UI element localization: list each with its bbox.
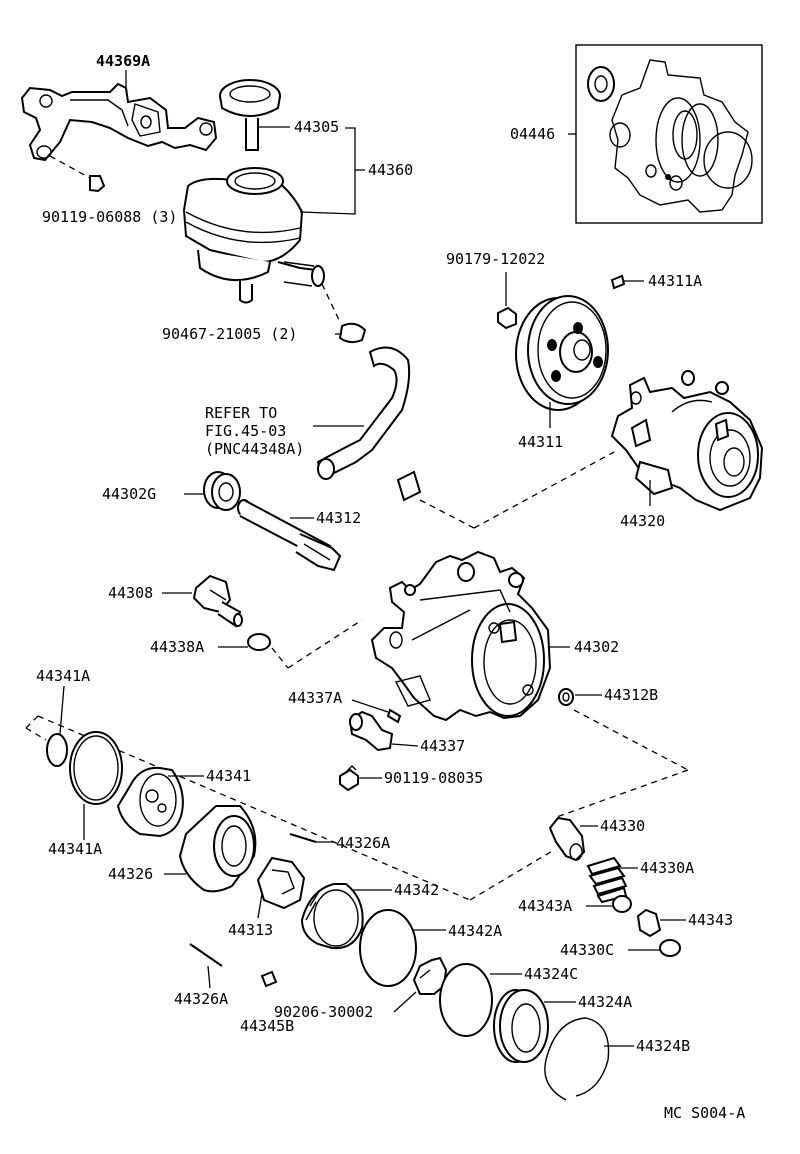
label-44326A-bottom: 44326A — [174, 990, 228, 1008]
label-44342: 44342 — [394, 881, 439, 899]
label-44337A: 44337A — [288, 689, 342, 707]
reservoir-hose — [313, 283, 475, 529]
label-44369A: 44369A — [96, 52, 150, 70]
reservoir-tank — [182, 127, 365, 304]
label-44312: 44312 — [316, 509, 361, 527]
label-44343A: 44343A — [518, 897, 572, 915]
label-90179-12022: 90179-12022 — [446, 250, 545, 268]
label-44302G: 44302G — [102, 485, 156, 503]
cover-o-ring — [439, 963, 522, 1037]
valve-spring — [586, 856, 638, 904]
reservoir-cap — [219, 79, 290, 151]
rotor-pin — [289, 833, 334, 843]
label-90206-30002: 90206-30002 — [274, 1003, 373, 1021]
mounting-bolt — [339, 765, 382, 792]
label-44330A: 44330A — [640, 859, 694, 877]
label-44341: 44341 — [206, 767, 251, 785]
label-44360: 44360 — [368, 161, 413, 179]
valve-o-ring — [586, 895, 632, 913]
label-44311: 44311 — [518, 433, 563, 451]
front-side-plate-group — [25, 685, 555, 901]
rear-side-plate — [300, 883, 392, 950]
label-44324A: 44324A — [578, 993, 632, 1011]
label-04446: 04446 — [510, 125, 555, 143]
label-44302: 44302 — [574, 638, 619, 656]
union-fitting — [162, 574, 243, 628]
pulley-nut — [497, 272, 517, 330]
pulley-key — [610, 274, 644, 290]
label-44341A-bottom: 44341A — [48, 840, 102, 858]
label-44341A-top: 44341A — [36, 667, 90, 685]
snap-ring-90206 — [393, 956, 448, 1013]
figure-code: MC S004-A — [664, 1104, 745, 1122]
label-44330: 44330 — [600, 817, 645, 835]
label-44313: 44313 — [228, 921, 273, 939]
rotor — [256, 856, 306, 919]
pump-assembly — [473, 370, 764, 529]
cam-ring — [164, 805, 257, 893]
reservoir-bracket — [20, 70, 218, 193]
label-44308: 44308 — [108, 584, 153, 602]
label-44330C: 44330C — [560, 941, 614, 959]
label-90119-06088: 90119-06088 (3) — [42, 208, 177, 226]
union-o-ring — [218, 619, 363, 669]
flow-control-valve — [548, 816, 598, 862]
label-44305: 44305 — [294, 118, 339, 136]
label-44343: 44343 — [688, 911, 733, 929]
label-44324C: 44324C — [524, 965, 578, 983]
pump-housing — [370, 550, 570, 722]
pump-pulley — [515, 295, 609, 428]
shaft-bearing — [184, 471, 241, 511]
retaining-ring — [544, 1017, 634, 1101]
bottom-pin — [189, 943, 223, 989]
pump-shaft — [237, 499, 342, 572]
label-44345B: 44345B — [240, 1017, 294, 1035]
label-44326: 44326 — [108, 865, 153, 883]
housing-o-ring — [553, 688, 689, 819]
valve-snap-ring — [628, 939, 681, 957]
label-44311A: 44311A — [648, 272, 702, 290]
rear-housing-cover — [493, 989, 576, 1063]
label-44342A: 44342A — [448, 922, 502, 940]
label-90119-08035: 90119-08035 — [384, 769, 483, 787]
label-90467-21005: 90467-21005 (2) — [162, 325, 297, 343]
valve-plug — [636, 908, 686, 938]
refer-note-line1: REFER TO — [205, 404, 277, 422]
label-44324B: 44324B — [636, 1037, 690, 1055]
pressure-switch — [348, 699, 419, 752]
callout-labels: 44369A 90119-06088 (3) 44305 44360 04446… — [36, 52, 745, 1122]
label-44338A: 44338A — [150, 638, 204, 656]
check-ball-plug — [260, 970, 278, 988]
refer-note-line3: (PNC44348A) — [205, 440, 304, 458]
refer-note-line2: FIG.45-03 — [205, 422, 286, 440]
label-44326A-top: 44326A — [336, 834, 390, 852]
rear-plate-o-ring — [359, 909, 446, 987]
gasket-kit-box — [568, 44, 763, 224]
label-44320: 44320 — [620, 512, 665, 530]
label-44337: 44337 — [420, 737, 465, 755]
label-44312B: 44312B — [604, 686, 658, 704]
